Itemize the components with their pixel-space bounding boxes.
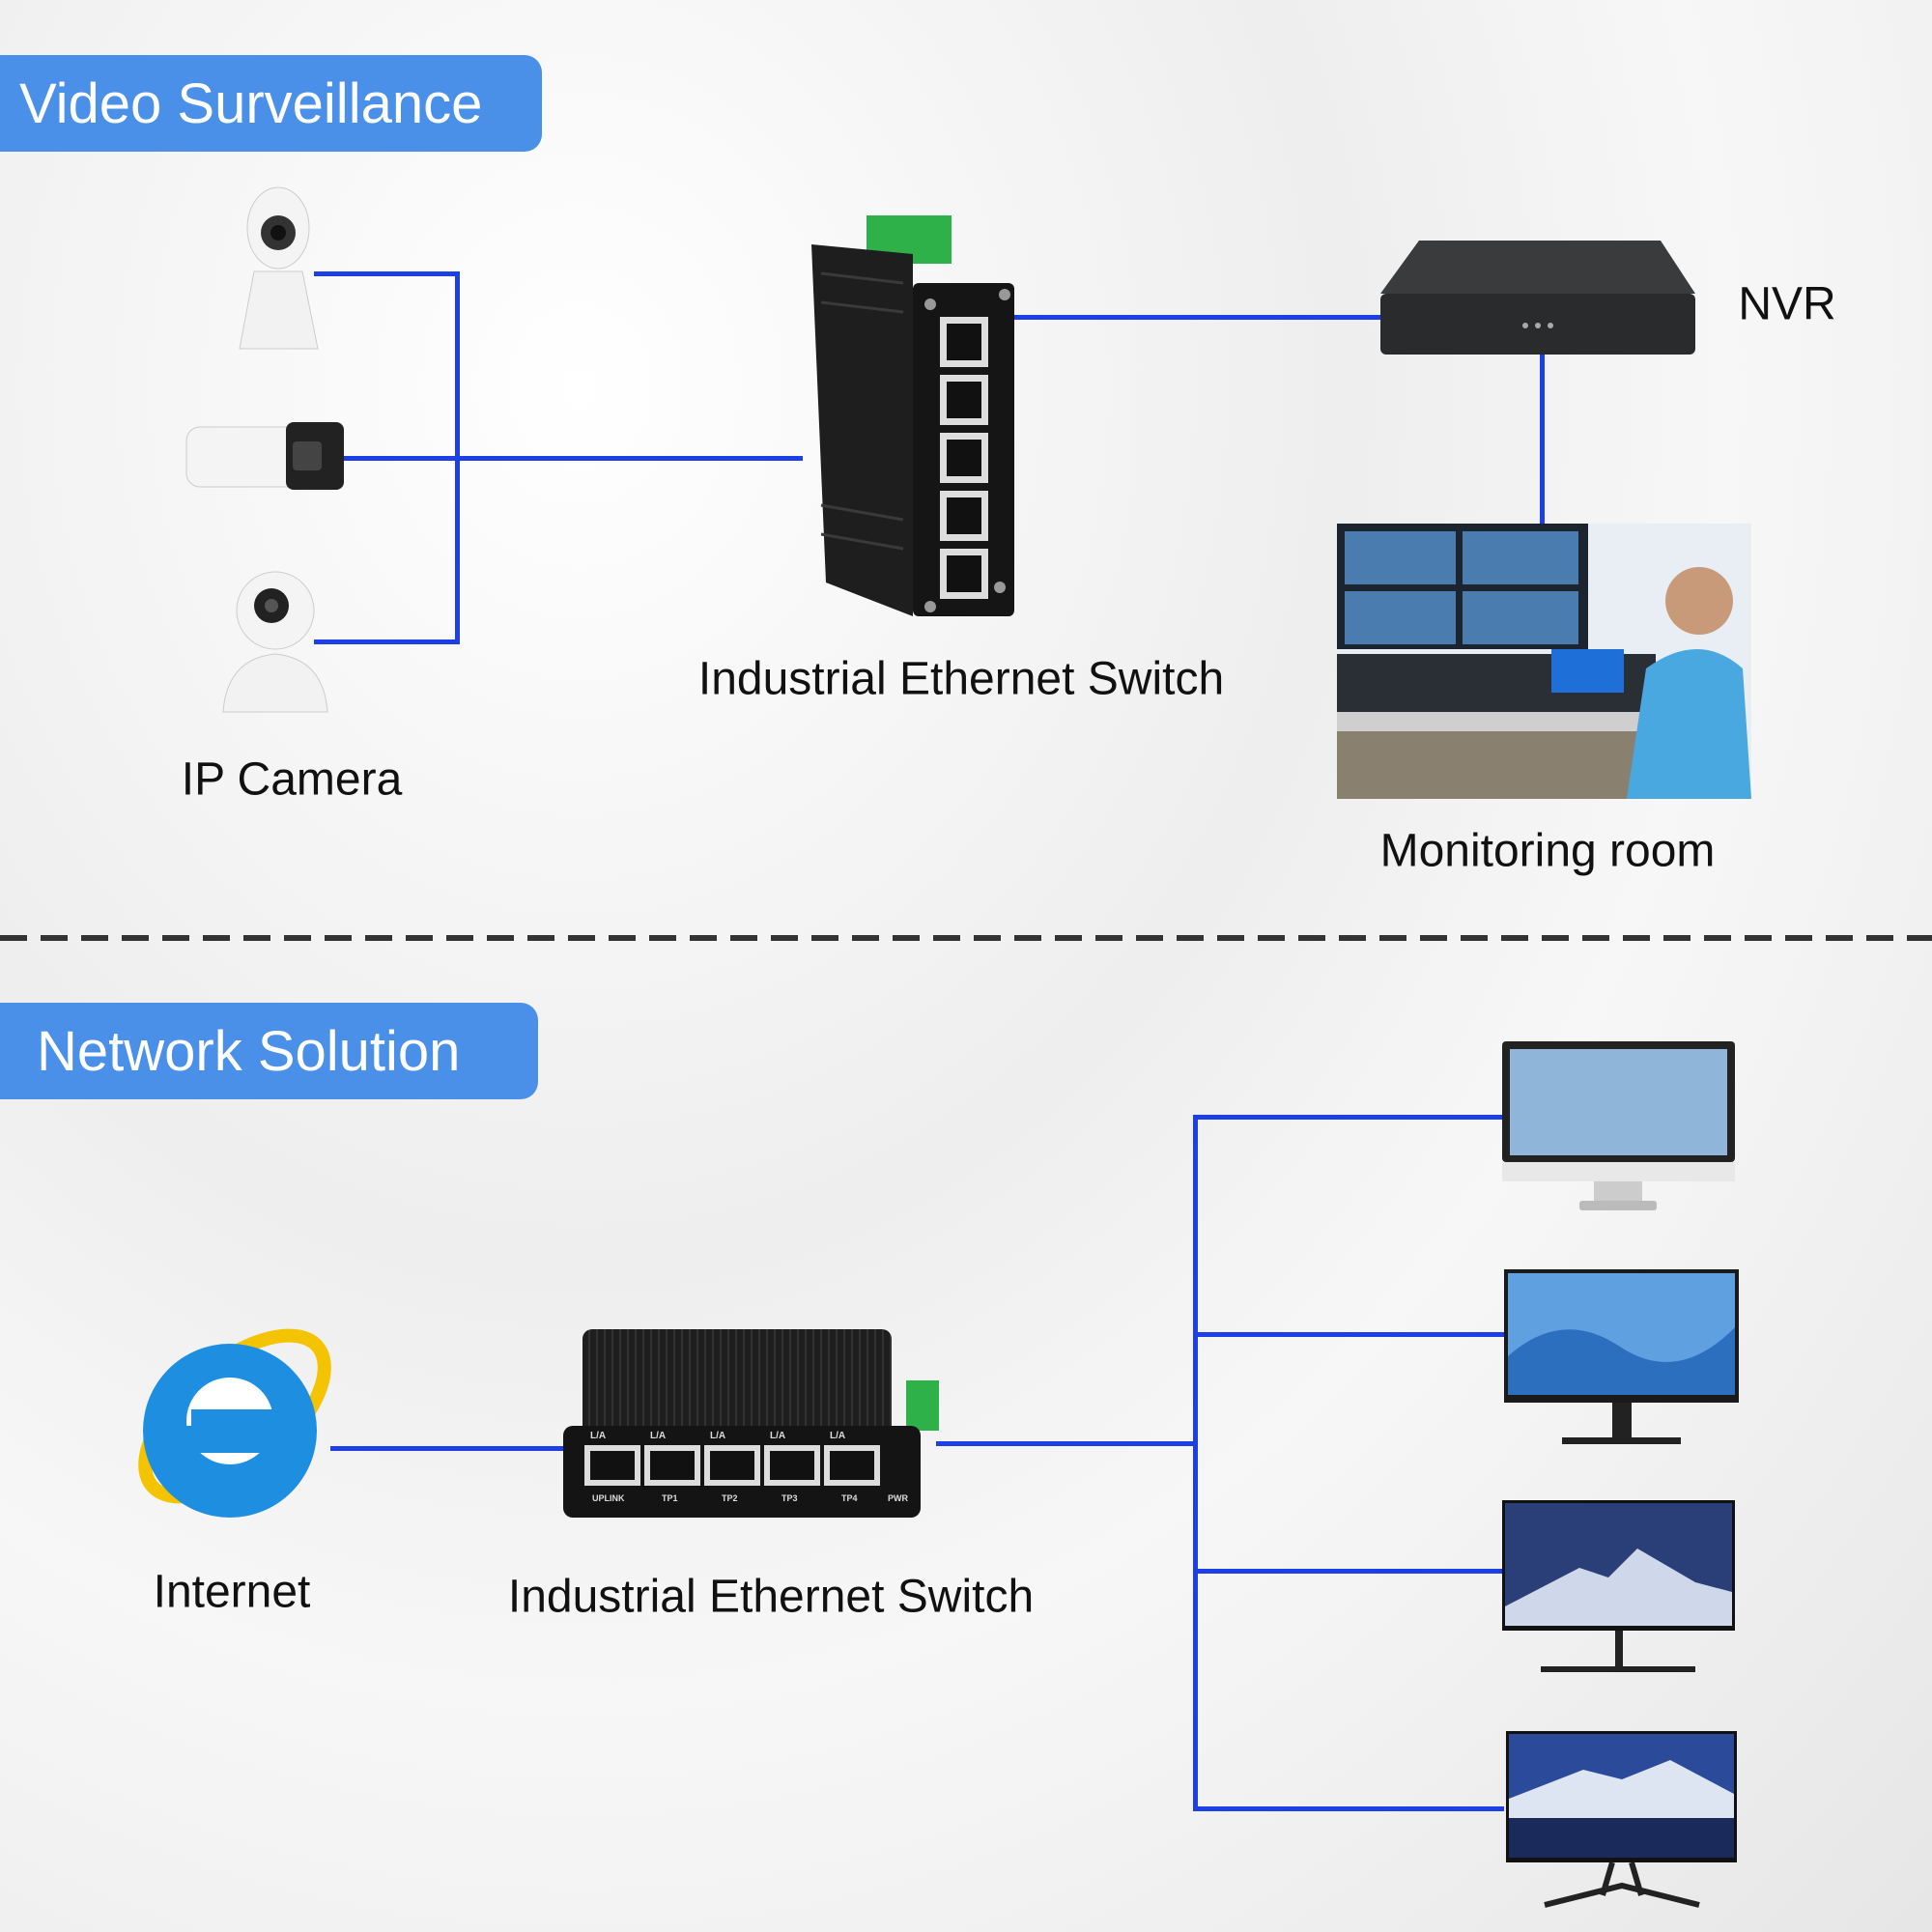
- monitor-icon: [1502, 1500, 1735, 1672]
- dome-camera-icon: [239, 186, 319, 350]
- nvr-label: NVR: [1738, 278, 1836, 330]
- port-led-label: L/A: [830, 1431, 846, 1441]
- rj45-port-icon: [710, 1451, 754, 1480]
- port-label: TP2: [722, 1493, 738, 1503]
- port-led-label: L/A: [590, 1431, 607, 1441]
- link-line: [1193, 1115, 1198, 1810]
- internet-explorer-icon: [138, 1328, 331, 1518]
- link-line: [343, 456, 803, 461]
- link-line: [1540, 353, 1545, 525]
- link-line: [1193, 1332, 1504, 1337]
- rj45-port-icon: [830, 1451, 874, 1480]
- monitoring-room-label: Monitoring room: [1379, 825, 1716, 877]
- monitor-icon: [1502, 1041, 1735, 1210]
- link-line: [1014, 315, 1384, 320]
- nvr-icon: [1380, 241, 1695, 355]
- rj45-port-icon: [650, 1451, 695, 1480]
- section-title-network-solution: Network Solution: [0, 1003, 538, 1099]
- link-line: [330, 1446, 569, 1451]
- port-label: TP1: [662, 1493, 678, 1503]
- industrial-switch-front: L/A L/A L/A L/A L/A UPLINK TP1 TP2 TP3 T…: [563, 1324, 939, 1518]
- rj45-port-icon: [770, 1451, 814, 1480]
- port-label: TP4: [841, 1493, 858, 1503]
- port-led-label: L/A: [650, 1431, 667, 1441]
- ip-camera-label: IP Camera: [181, 753, 403, 806]
- link-line: [1193, 1806, 1504, 1811]
- switch-label-top: Industrial Ethernet Switch: [697, 653, 1225, 705]
- industrial-switch-icon: [811, 215, 1014, 616]
- monitor-icon: [1504, 1269, 1739, 1444]
- section-title-video-surveillance: Video Surveillance: [0, 55, 542, 152]
- link-line: [1193, 1115, 1504, 1120]
- link-line: [314, 271, 460, 276]
- ptz-camera-icon: [222, 571, 328, 713]
- internet-label: Internet: [153, 1566, 311, 1618]
- section-divider: [0, 935, 1932, 941]
- link-line: [1193, 1569, 1504, 1574]
- port-led-label: L/A: [770, 1431, 786, 1441]
- link-line: [936, 1441, 1197, 1446]
- bullet-camera-icon: [185, 422, 344, 490]
- pwr-label: PWR: [888, 1493, 908, 1503]
- link-line: [314, 639, 460, 644]
- port-label: TP3: [781, 1493, 798, 1503]
- monitoring-room-image: [1337, 524, 1751, 799]
- port-label: UPLINK: [592, 1493, 625, 1503]
- port-led-label: L/A: [710, 1431, 726, 1441]
- switch-label-bottom: Industrial Ethernet Switch: [507, 1571, 1035, 1623]
- monitor-icon: [1506, 1731, 1737, 1908]
- rj45-port-icon: [590, 1451, 635, 1480]
